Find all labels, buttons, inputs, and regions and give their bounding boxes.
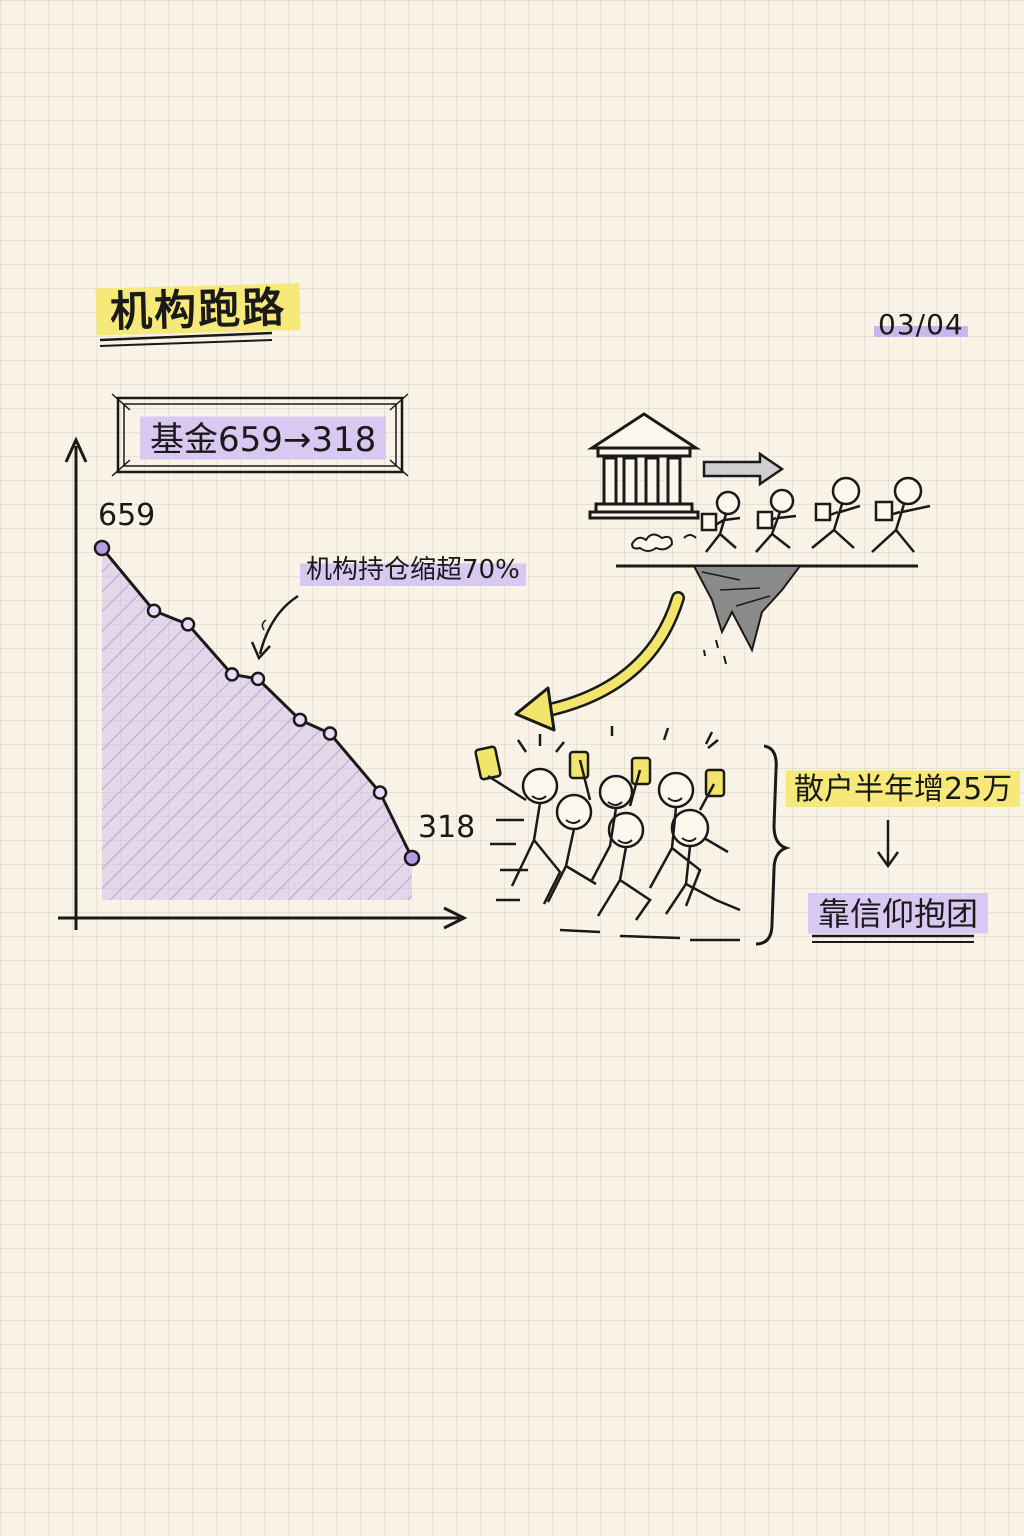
- data-point: [322, 726, 338, 741]
- chart-title-box: [111, 393, 409, 477]
- data-point: [146, 603, 162, 618]
- page-indicator: 03/04: [874, 308, 968, 341]
- data-point: [403, 849, 421, 867]
- curly-brace-icon: [755, 744, 791, 946]
- cliff-icon: [616, 564, 918, 665]
- annotation-label: 机构持仓缩超70%: [300, 547, 526, 588]
- chart-area-hatch: [102, 548, 412, 900]
- yellow-curved-arrow-icon: [514, 591, 685, 732]
- chart-axes: [58, 436, 468, 930]
- data-point: [250, 671, 266, 687]
- end-value-label: 318: [418, 810, 476, 845]
- annotation-arrow-icon: [250, 594, 299, 661]
- faith-label: 靠信仰抱团: [808, 885, 989, 939]
- running-people-icon: [630, 476, 931, 553]
- retail-investor-label: 散户半年增25万: [786, 760, 1021, 812]
- down-arrow-icon: [876, 820, 900, 869]
- line-chart: [93, 539, 421, 900]
- data-point: [224, 667, 240, 682]
- bank-building-icon: [586, 412, 702, 520]
- title-underline: [99, 331, 273, 347]
- data-point: [292, 712, 308, 728]
- right-arrow-icon: [702, 451, 785, 487]
- data-point: [93, 539, 111, 557]
- retail-crowd-icon: [474, 726, 741, 942]
- chart-title-label: 基金659→318: [140, 408, 387, 465]
- data-point: [372, 785, 388, 800]
- start-value-label: 659: [98, 498, 156, 533]
- data-point: [180, 617, 196, 632]
